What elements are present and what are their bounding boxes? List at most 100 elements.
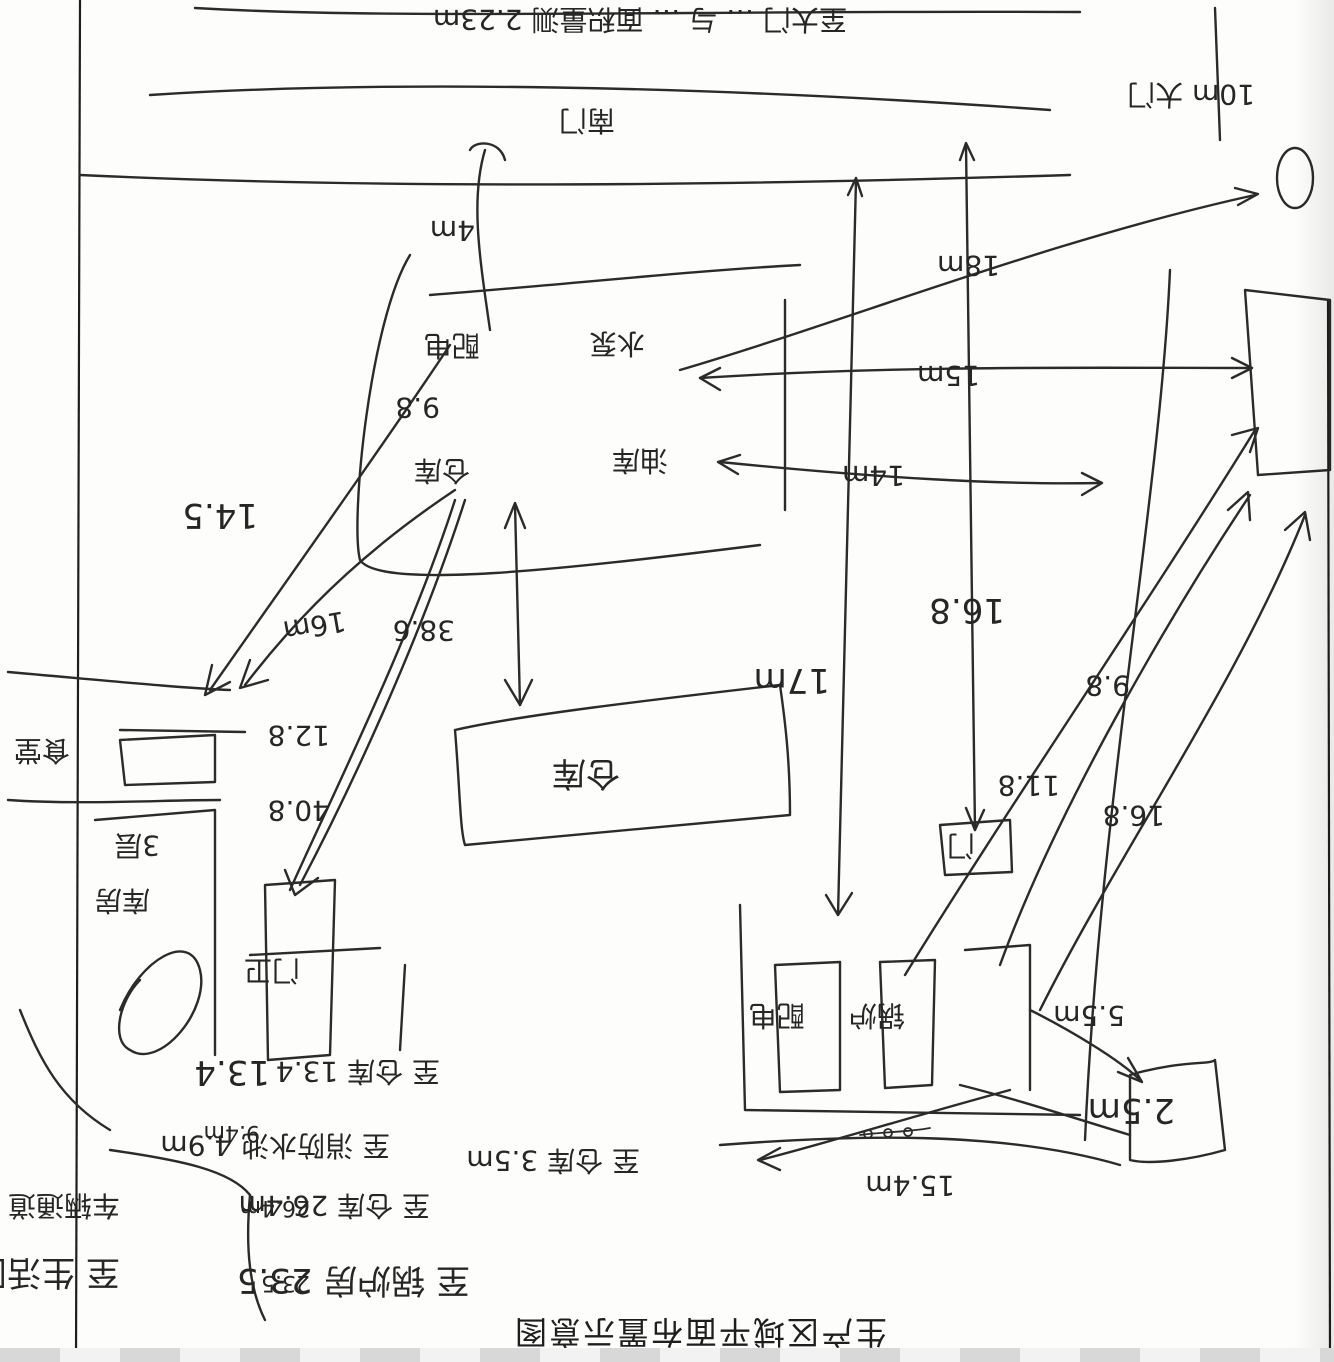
dot-3 — [903, 1127, 913, 1137]
diagonal-16m — [243, 488, 457, 687]
label-dist-4m: 4m — [430, 214, 475, 247]
center-top-loop — [468, 142, 507, 162]
label-right-top-box: 10m 大门 — [1127, 78, 1255, 111]
bottom-arrow-left-head — [756, 1146, 782, 1172]
top-road-curve-3 — [193, 6, 1082, 16]
left-lower-curve — [18, 1008, 112, 1132]
arrow-38-6-head-bottom — [503, 678, 534, 707]
top-road-curve-1 — [148, 85, 1052, 112]
bottom-left-bracket — [246, 1193, 267, 1322]
vertical-arrow-17m-line — [836, 178, 858, 917]
label-dist-23-5: 23.5 — [261, 1270, 310, 1295]
left-tall-building — [93, 808, 217, 1057]
bottom-right-box-b — [878, 958, 937, 1090]
label-dist-38-6: 38.6 — [393, 614, 455, 647]
label-terminal-box: 2.5m — [1088, 1090, 1175, 1130]
arrow-38-6-head-top — [503, 501, 527, 530]
arrow-to-gate-circle-head — [1233, 186, 1260, 207]
left-zone-bottom-line — [6, 798, 222, 804]
label-left-building: 3层 — [114, 829, 160, 862]
label-dist-9-8: 9.8 — [395, 391, 440, 424]
diagonal-14-5-head — [203, 663, 232, 697]
label-small-box-2: 水泵 — [589, 327, 645, 360]
label-lower-left-box: 库房 — [94, 884, 150, 917]
right-border-line — [1326, 299, 1332, 1362]
bottom-arrow-to-box-head — [1116, 1056, 1144, 1084]
right-terminal-box — [1128, 1058, 1227, 1164]
bottom-right-box-c — [963, 943, 1032, 1092]
bottom-paper-strip — [0, 1348, 1334, 1362]
label-list-item-2: 至 消防水池 4.9m — [160, 1129, 390, 1162]
label-dist-16m: 16m — [281, 604, 349, 647]
label-dist-12-8: 12.8 — [268, 719, 330, 752]
diagonal-14-5 — [208, 343, 452, 692]
label-bottom-right-note: 至 仓库 3.5m — [466, 1144, 640, 1177]
center-building-outline — [453, 683, 792, 847]
label-dist-16-8b: 16.8 — [1103, 799, 1165, 832]
label-list-item-4: 至 锅炉房 23.5 — [237, 1260, 470, 1300]
center-vertical-arrow-line — [476, 148, 492, 332]
dot-1 — [863, 1129, 873, 1139]
arrow-14m-head-left — [716, 453, 742, 476]
small-box-near-right — [938, 818, 1014, 877]
left-zone-top-line — [6, 670, 232, 692]
arrow-15m-line — [698, 366, 1252, 380]
right-vertical-road-2 — [1213, 6, 1222, 142]
diagonal-40-8 — [288, 498, 457, 892]
label-tag-right-small: 门 — [947, 829, 975, 862]
diagonal-11-8 — [903, 428, 1257, 977]
vertical-arrow-17m-head-top — [846, 176, 864, 198]
left-zone-divider — [118, 728, 247, 734]
vertical-arrow-16-8-head-top — [958, 141, 976, 162]
label-small-box-1: 配电 — [424, 329, 480, 362]
label-dist-9-4m: 9.4m — [204, 1120, 260, 1145]
vertical-arrow-16-8-line — [964, 143, 977, 832]
dot-2 — [883, 1128, 893, 1138]
vertical-arrow-16-8-head-bottom — [964, 806, 986, 832]
bottom-arrow-to-box-2 — [1028, 1008, 1142, 1082]
bottom-left-box-curve — [108, 1148, 252, 1197]
label-small-box-5: 配电 — [749, 999, 805, 1032]
label-bottom-left-note: 至 生活区 1.2 — [0, 1252, 120, 1292]
bottom-right-box-a — [773, 960, 842, 1094]
central-zone-top-line — [428, 263, 802, 297]
label-dist-13-4: 13.4 — [194, 1052, 270, 1092]
diagram-caption: 生产区域平面布置示意图 — [513, 1313, 887, 1351]
diagonal-12-8-head — [283, 868, 320, 897]
diagonal-16m-head — [238, 658, 270, 690]
bottom-arrow-to-box-1 — [958, 1083, 1132, 1137]
diagonal-16-8b — [1038, 513, 1307, 1012]
diagonal-16-8b-head — [1283, 510, 1312, 542]
arrow-to-gate-circle — [678, 193, 1257, 372]
diagonal-8-6 — [998, 493, 1252, 967]
label-center-building: 仓库 — [552, 753, 620, 793]
left-scribble-loop — [117, 950, 203, 1056]
label-dist-16-8: 16.8 — [929, 590, 1005, 630]
left-inner-box — [118, 733, 217, 787]
arrow-14m-head-right — [1080, 471, 1104, 497]
right-box-outline — [1243, 288, 1332, 477]
arrow-15m-head-right — [1230, 356, 1254, 380]
vertical-arrow-17m-head-bottom — [824, 891, 854, 917]
label-dist-14m: 14m — [842, 459, 905, 492]
label-tag-center-top: 南门 — [559, 104, 615, 137]
diagonal-12-8 — [298, 498, 467, 887]
label-small-box-4: 油库 — [612, 444, 668, 477]
diagonal-8-6-head — [1226, 490, 1252, 522]
arrow-15m-head-left — [698, 366, 722, 392]
label-top-note: 至大门 … 与 … 面积量测 2.23m — [433, 3, 847, 36]
label-list-item-1: 至 仓库 13.4 — [276, 1055, 440, 1088]
page-edge-shadow — [1294, 0, 1334, 1362]
top-road-curve-2 — [78, 173, 1072, 186]
label-dist-11-8: 11.8 — [998, 769, 1060, 802]
label-right-column-box: 门卫 — [244, 954, 300, 987]
label-dist-14-5: 14.5 — [182, 495, 258, 535]
label-small-box-6: 锅炉 — [849, 999, 905, 1032]
label-dist-9-8b: 9.8 — [1085, 669, 1130, 702]
label-dist-5-5m: 5.5m — [1053, 999, 1125, 1032]
label-list-item-3: 至 仓库 26.4m — [239, 1189, 430, 1222]
label-dist-18m: 18m — [937, 249, 1000, 282]
lower-left-vertical-mark — [398, 963, 407, 1052]
label-bottom-left-note2: 车辆通道 4m — [0, 1189, 120, 1222]
